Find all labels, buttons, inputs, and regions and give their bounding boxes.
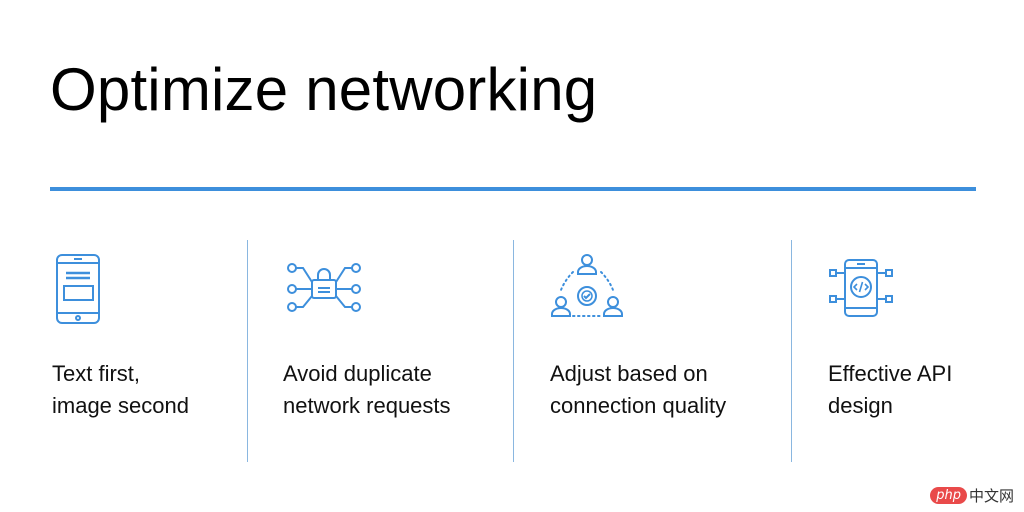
feature-line: network requests (283, 393, 451, 418)
feature-line: image second (52, 393, 189, 418)
mobile-phone-icon (55, 253, 101, 325)
api-code-device-icon (827, 258, 895, 318)
users-connection-icon (549, 252, 625, 322)
feature-adjust-quality: Adjust based on connection quality (550, 358, 726, 422)
watermark-badge: php (930, 487, 967, 504)
watermark-logo: php 中文网 (930, 485, 1014, 506)
feature-line: Avoid duplicate (283, 361, 432, 386)
column-divider (247, 240, 248, 462)
feature-line: Effective API (828, 361, 953, 386)
feature-line: connection quality (550, 393, 727, 418)
column-divider (513, 240, 514, 462)
feature-api-design: Effective API design (828, 358, 952, 422)
slide-title: Optimize networking (50, 56, 598, 123)
network-lock-icon (285, 262, 363, 312)
feature-line: Text first, (52, 361, 141, 386)
column-divider (791, 240, 792, 462)
feature-avoid-duplicates: Avoid duplicate network requests (283, 358, 451, 422)
feature-line: design (828, 393, 893, 418)
watermark-text: 中文网 (968, 487, 1014, 505)
feature-line: Adjust based on (550, 361, 708, 386)
feature-text-first: Text first, image second (52, 358, 189, 422)
title-underline (50, 187, 976, 191)
